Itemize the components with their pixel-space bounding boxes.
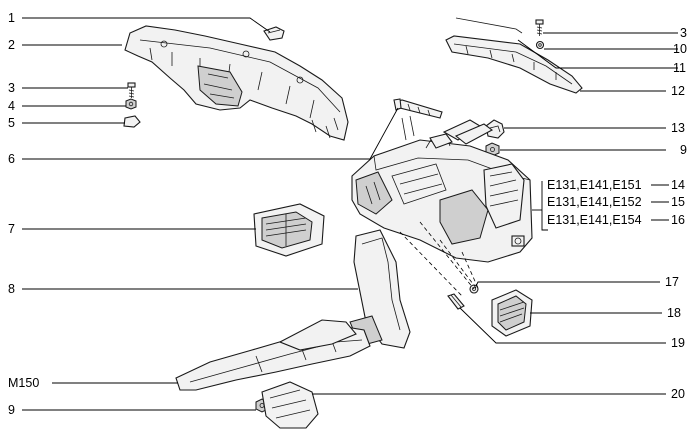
part-6-strap: [393, 98, 443, 119]
callout-14: 14: [671, 178, 685, 192]
callout-15: 15: [671, 195, 685, 209]
callout-1: 1: [8, 11, 15, 25]
callout-20: 20: [671, 387, 685, 401]
callout-6: 6: [8, 152, 15, 166]
callout-7: 7: [8, 222, 15, 236]
part-2-dashboard-frame: [124, 25, 349, 141]
part-13-clamp: [485, 119, 505, 139]
callout-9-right: 9: [680, 143, 687, 157]
callout-18: 18: [667, 306, 681, 320]
callout-8: 8: [8, 282, 15, 296]
callout-11: 11: [673, 61, 686, 75]
part-11-12-seal-strip: [445, 17, 583, 94]
part-m150-floor-duct: [175, 319, 371, 391]
part-19-screw: [447, 293, 465, 310]
callout-12: 12: [671, 84, 685, 98]
callout-5: 5: [8, 116, 15, 130]
part-3-screw-right: [535, 19, 544, 36]
callout-3-right: 3: [680, 26, 687, 40]
callout-16: 16: [671, 213, 685, 227]
variant-15: E131,E141,E152: [547, 195, 642, 209]
callout-10: 10: [673, 42, 687, 56]
assembly-dashed-lines: [399, 221, 479, 297]
variant-16: E131,E141,E154: [547, 213, 642, 227]
part-4-nut: [125, 98, 137, 110]
callout-19: 19: [671, 336, 685, 350]
part-7-air-vent: [253, 203, 325, 257]
variant-14: E131,E141,E151: [547, 178, 642, 192]
part-20-cover: [261, 381, 319, 429]
callout-4: 4: [8, 99, 15, 113]
leader-lines: [22, 17, 678, 411]
part-3-screw-left: [127, 82, 136, 98]
part-1-clip: [263, 26, 285, 41]
callout-2: 2: [8, 38, 15, 52]
callout-9-bottom: 9: [8, 403, 15, 417]
callout-m150: M150: [8, 376, 39, 390]
callout-labels: 1 2 3 4 5 6 7 8 M150 9 3 10 11 12 13 9 E…: [8, 11, 687, 417]
part-10-washer: [535, 40, 545, 50]
callout-3-left: 3: [8, 81, 15, 95]
part-5-clip: [123, 115, 141, 128]
part-18-side-vent: [491, 289, 533, 337]
part-14-16-heater-unit: [351, 115, 533, 263]
callout-17: 17: [665, 275, 679, 289]
callout-13: 13: [671, 121, 685, 135]
